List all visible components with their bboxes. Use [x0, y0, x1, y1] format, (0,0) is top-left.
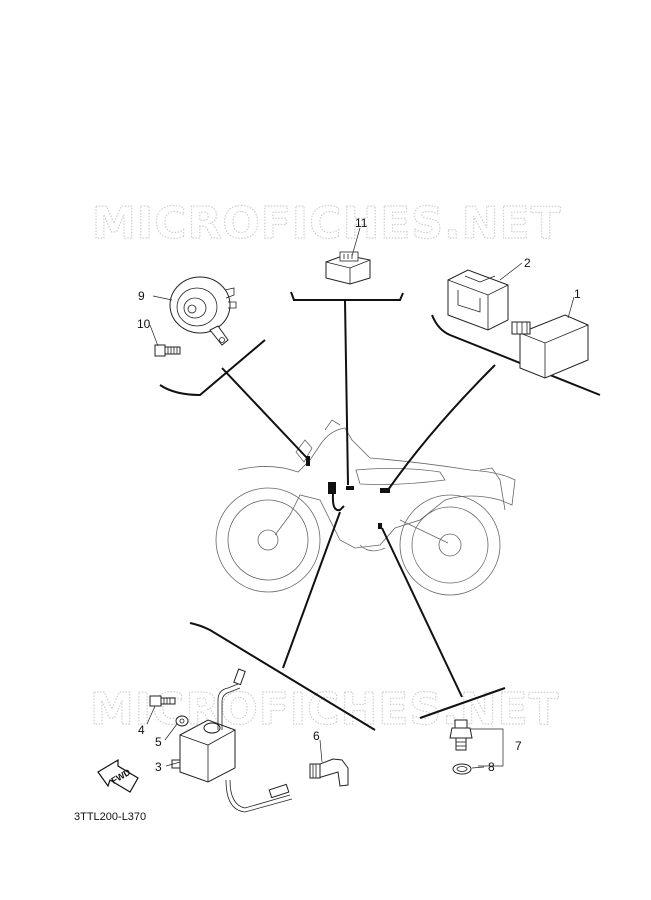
coil-washer — [175, 715, 189, 727]
callout-7: 7 — [515, 739, 522, 753]
group-frames — [159, 291, 601, 731]
callout-11: 11 — [355, 216, 368, 230]
watermark-bottom: MICROFICHES.NET — [90, 684, 560, 735]
horn-bolt — [154, 344, 181, 357]
callout-1: 1 — [574, 287, 581, 301]
switch-gasket — [452, 763, 472, 775]
callout-5: 5 — [155, 735, 162, 749]
spark-plug-cap — [309, 758, 349, 787]
neutral-switch — [449, 719, 473, 751]
callout-10: 10 — [137, 317, 151, 331]
motorcycle-outline — [215, 419, 516, 596]
callout-8: 8 — [488, 760, 495, 774]
callout-2: 2 — [524, 256, 531, 270]
bracket-7-8 — [470, 728, 504, 767]
callout-4: 4 — [138, 723, 145, 737]
watermark-top: MICROFICHES.NET — [92, 198, 562, 249]
leader-lines — [146, 227, 575, 769]
callout-9: 9 — [138, 289, 145, 303]
callout-6: 6 — [313, 729, 320, 743]
coil-bolt — [149, 695, 176, 707]
reference-code: 3TTL200-L370 — [74, 811, 147, 823]
relay — [511, 314, 589, 379]
forward-arrow-icon: FWD — [97, 758, 139, 793]
horn — [169, 276, 237, 346]
connector-lines — [221, 300, 496, 698]
ignition-coil — [171, 668, 293, 813]
relay-bracket — [447, 269, 509, 331]
flasher-relay — [325, 251, 371, 285]
callout-3: 3 — [155, 760, 162, 774]
